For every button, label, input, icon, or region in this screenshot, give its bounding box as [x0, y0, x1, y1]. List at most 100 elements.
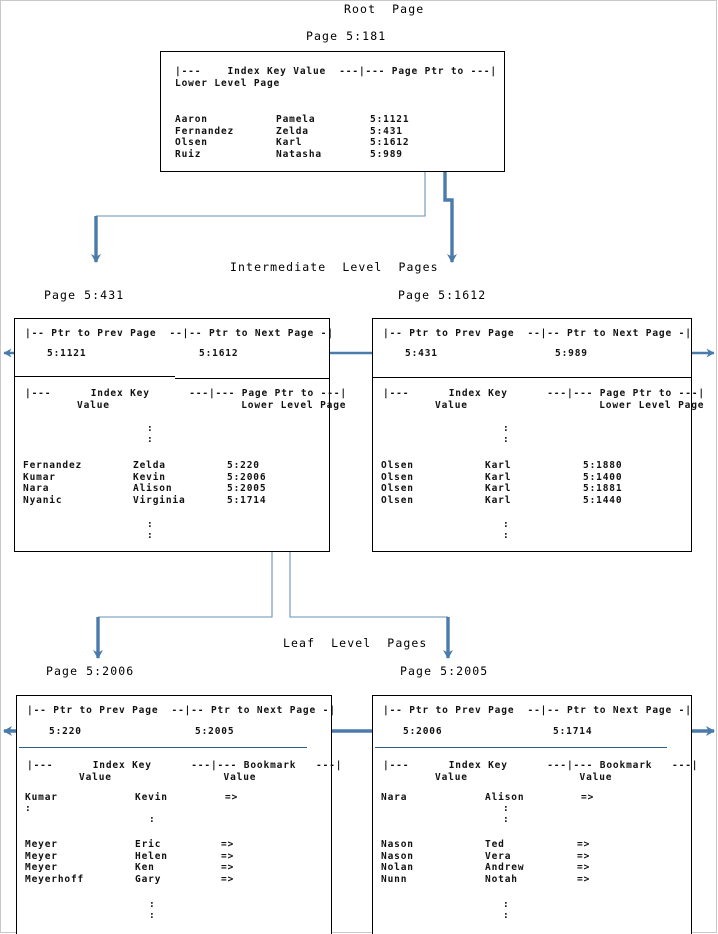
- nav-header: |-- Ptr to Prev Page --|-- Ptr to Next P…: [25, 328, 334, 339]
- root-row-ptr[interactable]: 5:1612: [370, 137, 410, 149]
- next-page-ptr[interactable]: 5:1714: [553, 726, 593, 737]
- index-row-ptr[interactable]: 5:1714: [227, 494, 267, 506]
- leaf-row-first: Helen: [135, 850, 168, 862]
- root-header-line1: |--- Index Key Value ---|--- Page Ptr to…: [175, 66, 497, 77]
- leaf-row-bookmark[interactable]: =>: [221, 850, 235, 862]
- root-row-ptr[interactable]: 5:431: [370, 125, 403, 137]
- body-header-line2: Value Value: [79, 771, 257, 783]
- ellipsis-mid: :: [25, 803, 32, 814]
- leaf-row-last: Meyer: [25, 839, 58, 850]
- index-row-first: Karl: [485, 460, 512, 471]
- root-row-ptr[interactable]: 5:1121: [370, 114, 410, 125]
- index-row-last: Nyanic: [23, 494, 63, 506]
- index-row-first: Alison: [133, 483, 173, 495]
- leaf-row-first: Kevin: [135, 792, 168, 803]
- ellipsis-mid: :: [503, 814, 510, 825]
- root-row-first: Natasha: [276, 148, 322, 160]
- leaf-row-first: Vera: [485, 850, 512, 862]
- leaf-row-first: Ted: [485, 839, 505, 850]
- index-row-first: Karl: [485, 483, 512, 495]
- prev-page-ptr[interactable]: 5:1121: [47, 348, 87, 359]
- intermediate-page-label-0: Page 5:431: [44, 288, 125, 302]
- index-row-last: Nara: [23, 483, 50, 495]
- prev-page-ptr[interactable]: 5:2006: [403, 726, 443, 737]
- body-header-line1: |--- Index Key ---|--- Page Ptr to ---|: [25, 388, 347, 399]
- leaf-row-bookmark[interactable]: =>: [577, 873, 591, 885]
- ellipsis-bottom: :: [503, 910, 510, 921]
- leaf-row-last: Meyer: [25, 862, 58, 874]
- leaf-row-last: Meyer: [25, 850, 58, 862]
- root-row-last: Aaron: [175, 114, 208, 125]
- root-row-first: Pamela: [276, 114, 316, 125]
- leaf-row-last: Kumar: [25, 792, 58, 803]
- root-page-label: Page 5:181: [306, 29, 387, 43]
- leaf-row-first: Notah: [485, 873, 518, 885]
- root-header-line2: Lower Level Page: [175, 77, 281, 89]
- root-page-box[interactable]: |--- Index Key Value ---|--- Page Ptr to…: [160, 51, 505, 172]
- index-row-ptr[interactable]: 5:1440: [583, 494, 623, 506]
- leaf-row-bookmark[interactable]: =>: [225, 792, 239, 803]
- body-header-line1: |--- Index Key ---|--- Page Ptr to ---|: [383, 388, 705, 399]
- nav-body-divider-left: [15, 376, 175, 377]
- leaf-row-bookmark[interactable]: =>: [577, 839, 591, 850]
- leaf-page-label-0: Page 5:2006: [46, 664, 135, 678]
- leaf-row-last: Nunn: [381, 873, 408, 885]
- ellipsis-mid: :: [503, 803, 510, 814]
- body-header-line1: |--- Index Key ---|--- Bookmark ---|: [383, 760, 699, 771]
- body-header-line2: Value Lower Level Page: [435, 399, 705, 411]
- root-row-last: Olsen: [175, 137, 208, 149]
- next-page-ptr[interactable]: 5:1612: [199, 348, 239, 359]
- body-header-line2: Value Value: [435, 771, 613, 783]
- ellipsis-bottom: :: [149, 899, 156, 910]
- body-header-line2: Value Lower Level Page: [77, 399, 347, 411]
- root-level-title: Root Page: [344, 2, 425, 16]
- leaf-row-first: Eric: [135, 839, 162, 850]
- root-row-last: Fernandez: [175, 125, 235, 137]
- leaf-row-bookmark[interactable]: =>: [577, 862, 591, 874]
- intermediate-level-title: Intermediate Level Pages: [230, 260, 439, 274]
- index-row-ptr[interactable]: 5:2005: [227, 483, 267, 495]
- leaf-page-box-1[interactable]: |-- Ptr to Prev Page --|-- Ptr to Next P…: [372, 695, 697, 934]
- nav-body-divider: [375, 747, 667, 748]
- leaf-row-first: Alison: [485, 792, 525, 803]
- root-row-first: Karl: [276, 137, 303, 149]
- leaf-row-bookmark[interactable]: =>: [221, 839, 235, 850]
- leaf-row-last: Nolan: [381, 862, 414, 874]
- index-row-last: Olsen: [381, 460, 414, 471]
- nav-header: |-- Ptr to Prev Page --|-- Ptr to Next P…: [27, 705, 336, 716]
- index-row-ptr[interactable]: 5:1880: [583, 460, 623, 471]
- body-header-line1: |--- Index Key ---|--- Bookmark ---|: [27, 760, 343, 771]
- index-row-ptr[interactable]: 5:220: [227, 460, 260, 471]
- ellipsis-bottom: :: [149, 910, 156, 921]
- leaf-row-first: Ken: [135, 862, 155, 874]
- index-row-ptr[interactable]: 5:1881: [583, 483, 623, 495]
- leaf-page-box-0[interactable]: |-- Ptr to Prev Page --|-- Ptr to Next P…: [16, 695, 341, 934]
- leaf-row-first: Andrew: [485, 862, 525, 874]
- root-row-first: Zelda: [276, 125, 309, 137]
- leaf-row-last: Nason: [381, 839, 414, 850]
- root-row-last: Ruiz: [175, 148, 202, 160]
- next-page-ptr[interactable]: 5:989: [555, 348, 588, 359]
- prev-page-ptr[interactable]: 5:220: [49, 726, 82, 737]
- index-row-ptr[interactable]: 5:1400: [583, 471, 623, 483]
- ellipsis-bottom: :: [503, 899, 510, 910]
- root-row-ptr[interactable]: 5:989: [370, 148, 403, 160]
- leaf-row-bookmark[interactable]: =>: [221, 873, 235, 885]
- index-row-first: Zelda: [133, 460, 166, 471]
- intermediate-page-box-0[interactable]: |-- Ptr to Prev Page --|-- Ptr to Next P…: [14, 318, 346, 552]
- intermediate-page-box-1[interactable]: |-- Ptr to Prev Page --|-- Ptr to Next P…: [372, 318, 704, 552]
- nav-header: |-- Ptr to Prev Page --|-- Ptr to Next P…: [383, 705, 692, 716]
- leaf-row-bookmark[interactable]: =>: [577, 850, 591, 862]
- next-page-ptr[interactable]: 5:2005: [195, 726, 235, 737]
- leaf-row-last: Nara: [381, 792, 408, 803]
- leaf-row-bookmark[interactable]: =>: [581, 792, 595, 803]
- index-row-first: Kevin: [133, 471, 166, 483]
- ellipsis-mid: :: [149, 814, 156, 825]
- prev-page-ptr[interactable]: 5:431: [405, 348, 438, 359]
- leaf-row-bookmark[interactable]: =>: [221, 862, 235, 874]
- nav-header: |-- Ptr to Prev Page --|-- Ptr to Next P…: [383, 328, 692, 339]
- index-row-ptr[interactable]: 5:2006: [227, 471, 267, 483]
- leaf-row-last: Meyerhoff: [25, 873, 85, 885]
- index-row-first: Virginia: [133, 494, 186, 506]
- index-row-last: Olsen: [381, 494, 414, 506]
